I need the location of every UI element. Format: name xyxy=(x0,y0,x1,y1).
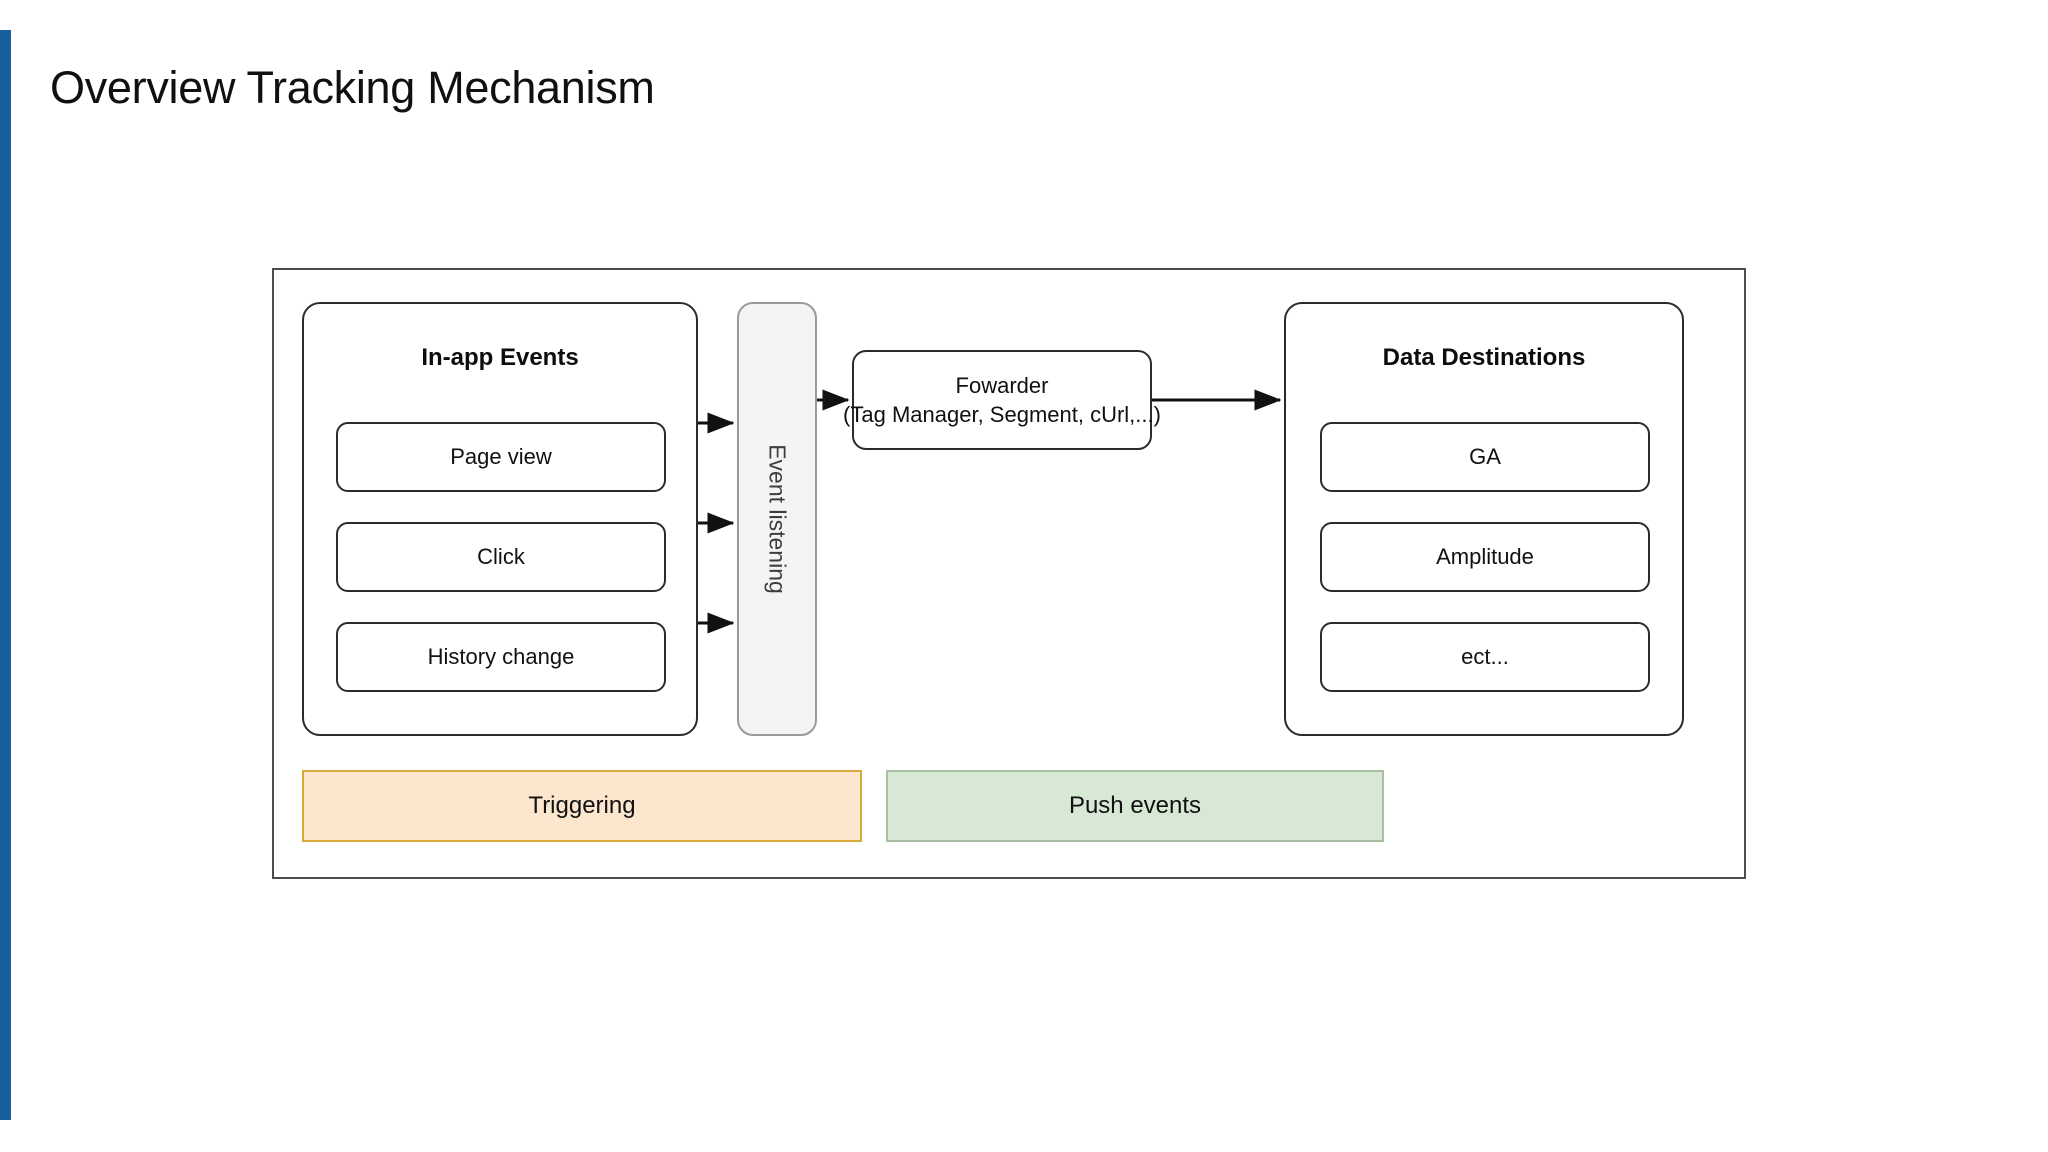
legend-push-events: Push events xyxy=(886,770,1384,842)
forwarder-subtitle: (Tag Manager, Segment, cUrl,...) xyxy=(843,402,1161,427)
event-listening-box[interactable]: Event listening xyxy=(737,302,817,736)
in-app-event-click[interactable]: Click xyxy=(336,522,666,592)
in-app-event-history-change[interactable]: History change xyxy=(336,622,666,692)
in-app-events-title: In-app Events xyxy=(421,344,579,371)
legend-triggering: Triggering xyxy=(302,770,862,842)
event-listening-label: Event listening xyxy=(764,444,791,594)
data-destinations-group: Data Destinations GA Amplitude ect... xyxy=(1284,302,1684,736)
data-destination-ga[interactable]: GA xyxy=(1320,422,1650,492)
page-title: Overview Tracking Mechanism xyxy=(50,62,655,113)
slide-accent-bar xyxy=(0,30,11,1120)
data-destinations-title: Data Destinations xyxy=(1382,344,1586,371)
forwarder-box[interactable]: Fowarder (Tag Manager, Segment, cUrl,...… xyxy=(843,350,1161,450)
in-app-events-group: In-app Events Page view Click History ch… xyxy=(302,302,698,736)
tracking-mechanism-diagram: In-app Events Page view Click History ch… xyxy=(272,268,1746,879)
in-app-event-page-view[interactable]: Page view xyxy=(336,422,666,492)
data-destination-etc[interactable]: ect... xyxy=(1320,622,1650,692)
data-destination-amplitude[interactable]: Amplitude xyxy=(1320,522,1650,592)
forwarder-title: Fowarder xyxy=(955,372,1049,398)
